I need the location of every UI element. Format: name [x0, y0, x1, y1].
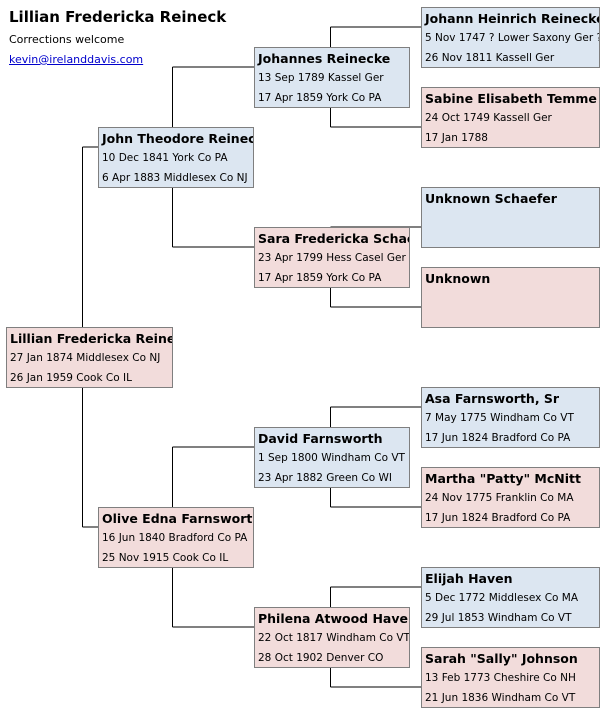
person-birth: 5 Dec 1772 Middlesex Co MA — [425, 592, 579, 604]
person-card-elijah-haven[interactable]: Elijah Haven 5 Dec 1772 Middlesex Co MA … — [421, 567, 600, 628]
person-death: 17 Jan 1788 — [425, 132, 488, 144]
person-birth: 1 Sep 1800 Windham Co VT — [258, 452, 405, 464]
person-name: Sabine Elisabeth Temme ? — [425, 91, 600, 106]
person-birth: 23 Apr 1799 Hess Casel Ger — [258, 252, 406, 264]
person-name: Johannes Reinecke — [258, 51, 391, 66]
person-death: 17 Apr 1859 York Co PA — [258, 272, 382, 284]
person-birth: 27 Jan 1874 Middlesex Co NJ — [10, 352, 161, 364]
person-card-david-farnsworth[interactable]: David Farnsworth 1 Sep 1800 Windham Co V… — [254, 427, 410, 488]
person-card-asa-farnsworth[interactable]: Asa Farnsworth, Sr 7 May 1775 Windham Co… — [421, 387, 600, 448]
person-card-sabine-elisabeth-temme[interactable]: Sabine Elisabeth Temme ? 24 Oct 1749 Kas… — [421, 87, 600, 148]
person-death: 17 Apr 1859 York Co PA — [258, 92, 382, 104]
person-card-sara-fredericka-schaefer[interactable]: Sara Fredericka Schaefer 23 Apr 1799 Hes… — [254, 227, 410, 288]
person-name: Elijah Haven — [425, 571, 513, 586]
person-birth: 16 Jun 1840 Bradford Co PA — [102, 532, 248, 544]
email-link[interactable]: kevin@irelanddavis.com — [9, 53, 144, 66]
person-card-philena-atwood-haven[interactable]: Philena Atwood Haven 22 Oct 1817 Windham… — [254, 607, 410, 668]
person-birth: 13 Sep 1789 Kassel Ger — [258, 72, 384, 84]
person-name: Martha "Patty" McNitt — [425, 471, 581, 486]
person-death: 25 Nov 1915 Cook Co IL — [102, 552, 229, 564]
person-name: John Theodore Reineck — [102, 131, 254, 146]
person-birth: 24 Oct 1749 Kassell Ger — [425, 112, 552, 124]
person-card-unknown-schaefer[interactable]: Unknown Schaefer — [421, 187, 600, 248]
person-death: 23 Apr 1882 Green Co WI — [258, 472, 392, 484]
person-name: Sara Fredericka Schaefer — [258, 231, 409, 246]
person-name: David Farnsworth — [258, 431, 383, 446]
person-birth: 7 May 1775 Windham Co VT — [425, 412, 574, 424]
person-death: 26 Nov 1811 Kassell Ger — [425, 52, 555, 64]
person-name: Sarah "Sally" Johnson — [425, 651, 578, 666]
person-name: Olive Edna Farnsworth — [102, 511, 254, 526]
person-death: 17 Jun 1824 Bradford Co PA — [425, 512, 571, 524]
person-name: Lillian Fredericka Reineck — [10, 331, 173, 346]
person-card-johannes-reinecke[interactable]: Johannes Reinecke 13 Sep 1789 Kassel Ger… — [254, 47, 410, 108]
person-death: 28 Oct 1902 Denver CO — [258, 652, 384, 664]
person-death: 26 Jan 1959 Cook Co IL — [10, 372, 132, 384]
person-name: Unknown Schaefer — [425, 191, 557, 206]
subtitle: Corrections welcome — [9, 33, 125, 46]
person-death: 17 Jun 1824 Bradford Co PA — [425, 432, 571, 444]
person-card-olive-edna-farnsworth[interactable]: Olive Edna Farnsworth 16 Jun 1840 Bradfo… — [98, 507, 254, 568]
person-birth: 13 Feb 1773 Cheshire Co NH — [425, 672, 576, 684]
person-birth: 24 Nov 1775 Franklin Co MA — [425, 492, 574, 504]
person-card-johann-heinrich-reinecke[interactable]: Johann Heinrich Reinecke 5 Nov 1747 ? Lo… — [421, 7, 600, 68]
person-birth: 10 Dec 1841 York Co PA — [102, 152, 228, 164]
person-card-lillian-reineck[interactable]: Lillian Fredericka Reineck 27 Jan 1874 M… — [6, 327, 173, 388]
person-card-john-theodore-reineck[interactable]: John Theodore Reineck 10 Dec 1841 York C… — [98, 127, 254, 188]
person-death: 21 Jun 1836 Windham Co VT — [425, 692, 576, 704]
person-death: 29 Jul 1853 Windham Co VT — [425, 612, 572, 624]
page-title: Lillian Fredericka Reineck — [9, 8, 227, 26]
person-name: Johann Heinrich Reinecke — [425, 11, 600, 26]
person-card-unknown[interactable]: Unknown — [421, 267, 600, 328]
person-name: Philena Atwood Haven — [258, 611, 410, 626]
person-birth: 5 Nov 1747 ? Lower Saxony Ger ? — [425, 32, 600, 44]
person-birth: 22 Oct 1817 Windham Co VT — [258, 632, 410, 644]
person-death: 6 Apr 1883 Middlesex Co NJ — [102, 172, 248, 184]
person-card-sarah-johnson[interactable]: Sarah "Sally" Johnson 13 Feb 1773 Cheshi… — [421, 647, 600, 708]
person-name: Unknown — [425, 271, 491, 286]
person-name: Asa Farnsworth, Sr — [425, 391, 560, 406]
person-card-martha-mcnitt[interactable]: Martha "Patty" McNitt 24 Nov 1775 Frankl… — [421, 467, 600, 528]
